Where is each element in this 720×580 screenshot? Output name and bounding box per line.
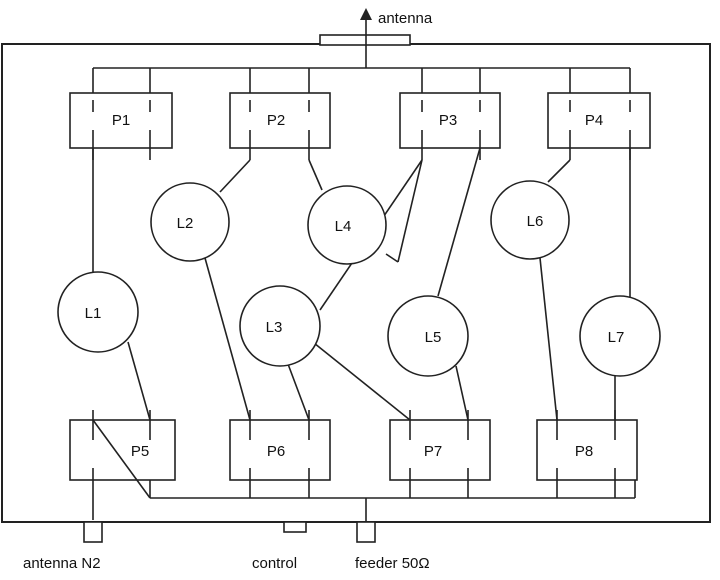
antenna-n2-label: antenna N2 [23, 555, 101, 572]
relay-label: P7 [424, 443, 442, 460]
antenna-n2-terminal [83, 521, 103, 543]
inductor-l6: L6 [490, 180, 570, 260]
relay-p6: P6 [229, 410, 331, 481]
control-label: control [252, 555, 297, 572]
relay-p3: P3 [399, 92, 501, 160]
relay-label: P6 [267, 443, 285, 460]
inductor-label: L3 [266, 319, 283, 336]
antenna-label: antenna [378, 10, 433, 27]
relay-p5: P5 [69, 410, 176, 520]
relay-label: P3 [439, 112, 457, 129]
relay-p7: P7 [389, 410, 491, 481]
inductor-label: L7 [608, 329, 625, 346]
inductor-l5: L5 [387, 295, 469, 377]
inductor-l3: L3 [239, 285, 321, 367]
relay-p8: P8 [536, 410, 638, 481]
inductor-l7: L7 [579, 295, 661, 377]
relay-label: P4 [585, 112, 603, 129]
connection-wires [92, 147, 631, 421]
feeder-label: feeder 50Ω [355, 555, 430, 572]
inductor-label: L4 [335, 218, 352, 235]
inductor-l4: L4 [307, 185, 387, 265]
relay-label: P8 [575, 443, 593, 460]
inductor-label: L2 [177, 215, 194, 232]
antenna-arrow [360, 8, 372, 20]
feeder-terminal [356, 498, 376, 543]
relay-p2: P2 [229, 92, 331, 160]
inductor-l1: L1 [57, 271, 139, 353]
relay-p1: P1 [69, 92, 173, 160]
bottom-bus-drops [149, 480, 636, 498]
inductor-label: L1 [85, 305, 102, 322]
relay-label: P2 [267, 112, 285, 129]
relay-label: P5 [131, 443, 149, 460]
inductor-l2: L2 [150, 182, 230, 262]
inductor-label: L5 [425, 329, 442, 346]
antenna-terminal [319, 34, 411, 46]
control-terminal [283, 521, 307, 533]
relay-label: P1 [112, 112, 130, 129]
top-bus-drops [92, 68, 631, 93]
inductor-label: L6 [527, 213, 544, 230]
relay-p4: P4 [547, 92, 651, 160]
